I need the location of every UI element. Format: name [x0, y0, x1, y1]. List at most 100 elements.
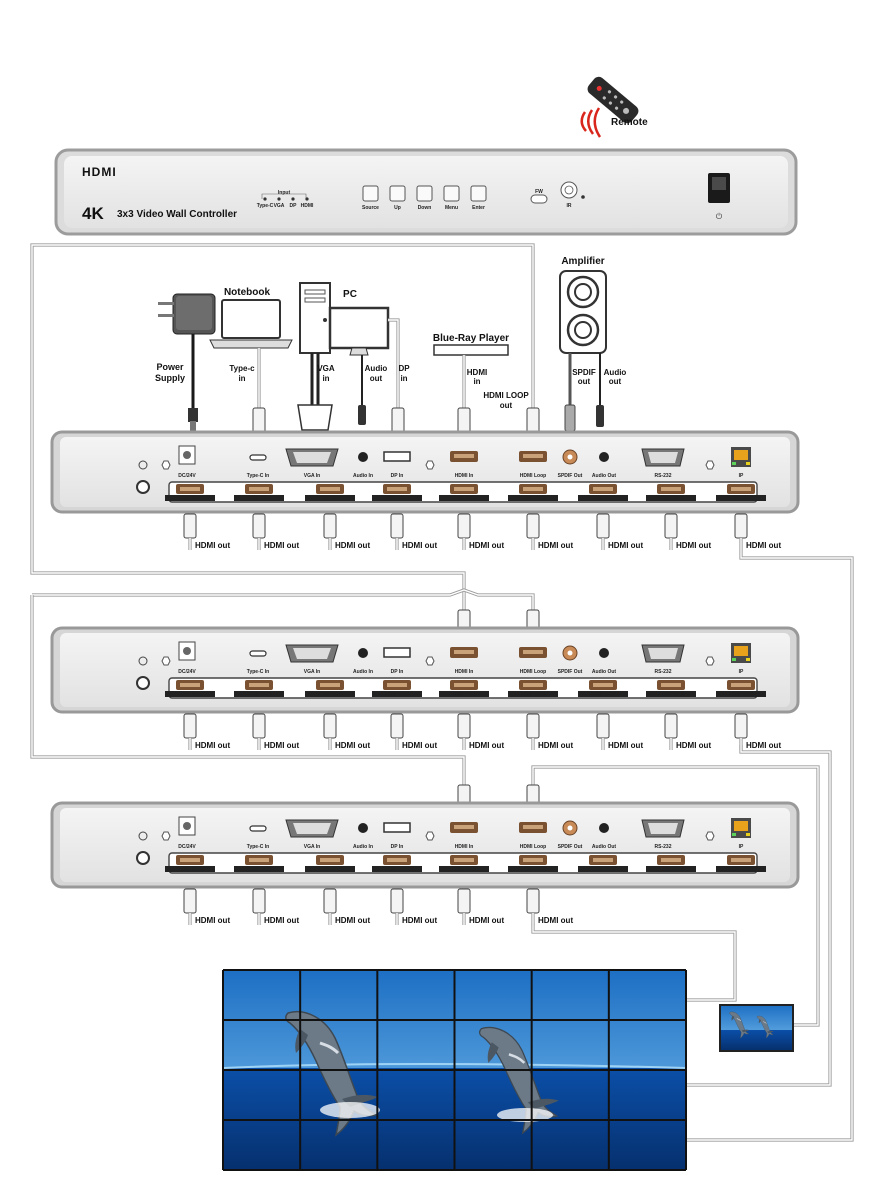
hdmi-out-cable: HDMI out: [664, 713, 711, 750]
port-hdmi-out1: HDMI Out1: [165, 680, 215, 698]
port-hdmi-out1: HDMI Out1: [165, 484, 215, 502]
port-hdmi-out3: HDMI Out3: [305, 484, 355, 502]
port-audio-in: Audio In: [353, 452, 373, 479]
hdmi-out-cable: HDMI out: [183, 513, 230, 550]
ir-signal-icon: [580, 107, 602, 138]
hdmi-out-cable: HDMI out: [390, 888, 437, 925]
front-button-label: Up: [394, 205, 401, 211]
front-button-label: Menu: [445, 205, 458, 211]
port-label: RS-232: [655, 473, 672, 479]
port-hdmi-out3: HDMI Out3: [305, 680, 355, 698]
remote-label: Remote: [611, 117, 648, 128]
port-hdmi-out9: HDMI Out9: [716, 680, 766, 698]
port-label: IP: [739, 669, 744, 675]
port-dc-24v: DC/24V: [178, 816, 196, 850]
ground-terminal: [136, 676, 150, 690]
port-label: HDMI Out5: [451, 692, 477, 698]
port-hdmi-out2: HDMI Out2: [234, 855, 284, 873]
hdmi-out-cable: HDMI out: [457, 713, 504, 750]
front-button-source[interactable]: Source: [362, 185, 379, 211]
hdmi-logo: HDMI: [82, 165, 117, 179]
hdmi-out-cable: HDMI out: [323, 888, 370, 925]
hdmi-out-cable: HDMI out: [390, 713, 437, 750]
type-c-in-label-2: in: [238, 374, 245, 383]
hdmi-out-label: HDMI out: [335, 541, 370, 550]
port-type-c-in: Type-C In: [247, 650, 269, 675]
hdmi-out-label: HDMI out: [746, 541, 781, 550]
port-audio-out: Audio Out: [592, 452, 616, 479]
port-dp-in: DP In: [383, 647, 411, 675]
port-label: VGA In: [304, 669, 320, 675]
port-label: DC/24V: [178, 473, 196, 479]
input-led-label: VGA: [274, 203, 285, 209]
power-supply-label-1: Power: [156, 362, 184, 372]
hdmi-out-cable: HDMI out: [526, 513, 573, 550]
ground-icon: [138, 656, 148, 666]
hdmi-out-label: HDMI out: [195, 741, 230, 750]
port-hdmi-loop: HDMI Loop: [519, 822, 547, 850]
port-vga-in: VGA In: [285, 644, 339, 675]
port-hdmi-out9: HDMI Out9: [716, 855, 766, 873]
port-label: HDMI Out8: [658, 867, 684, 873]
port-label: Audio In: [353, 473, 373, 479]
hdmi-in-label-2: in: [473, 377, 480, 386]
port-hdmi-loop: HDMI Loop: [519, 647, 547, 675]
port-label: Audio Out: [592, 669, 616, 675]
ir-label: IR: [567, 203, 572, 209]
front-button-enter[interactable]: Enter: [470, 185, 487, 211]
front-button-menu[interactable]: Menu: [443, 185, 460, 211]
hdmi-out-cable: HDMI out: [252, 513, 299, 550]
input-led-label: Type-C: [257, 203, 274, 209]
video-wall: [222, 969, 687, 1171]
pc-label: PC: [343, 289, 357, 300]
port-spdif-out: SPDIF Out: [558, 820, 583, 850]
remote-control: Remote: [580, 76, 648, 138]
front-button-down[interactable]: Down: [416, 185, 433, 211]
hdmi-out-cable: HDMI out: [323, 713, 370, 750]
port-label: HDMI Out3: [317, 496, 343, 502]
port-label: HDMI Out4: [384, 496, 410, 502]
hdmi-out-cable: HDMI out: [664, 513, 711, 550]
hdmi-out-cable: HDMI out: [183, 888, 230, 925]
port-label: Audio In: [353, 844, 373, 850]
port-label: Type-C In: [247, 473, 269, 479]
power-icon: ⏻: [716, 212, 723, 221]
port-label: RS-232: [655, 844, 672, 850]
port-hdmi-in: HDMI In: [450, 647, 478, 675]
port-hdmi-out7: HDMI Out7: [578, 484, 628, 502]
ground-terminal: [136, 480, 150, 494]
hdmi-out-cable: HDMI out: [734, 713, 781, 750]
hdmi-out-label: HDMI out: [195, 916, 230, 925]
hdmi-out-label: HDMI out: [264, 741, 299, 750]
port-label: HDMI Out7: [590, 496, 616, 502]
fw-label: FW: [535, 189, 543, 195]
port-label: HDMI Out5: [451, 867, 477, 873]
port-hdmi-out6: HDMI Out6: [508, 855, 558, 873]
port-label: Type-C In: [247, 844, 269, 850]
port-rs-232: RS-232: [641, 448, 685, 479]
port-label: HDMI Out1: [177, 692, 203, 698]
port-hdmi-out8: HDMI Out8: [646, 484, 696, 502]
port-label: HDMI Out6: [520, 867, 546, 873]
port-label: IP: [739, 844, 744, 850]
port-hdmi-out8: HDMI Out8: [646, 680, 696, 698]
hdmi-out-label: HDMI out: [538, 741, 573, 750]
notebook-label: Notebook: [224, 287, 271, 298]
port-audio-out: Audio Out: [592, 648, 616, 675]
input-group-label: Input: [278, 190, 291, 196]
port-hdmi-loop: HDMI Loop: [519, 451, 547, 479]
port-audio-out: Audio Out: [592, 823, 616, 850]
port-label: HDMI Out4: [384, 692, 410, 698]
panel-screw: [161, 460, 171, 470]
hdmi-out-label: HDMI out: [335, 916, 370, 925]
port-label: Audio In: [353, 669, 373, 675]
hdmi-out-cable: HDMI out: [526, 713, 573, 750]
front-button-up[interactable]: Up: [389, 185, 406, 211]
amplifier-label: Amplifier: [561, 256, 604, 267]
port-label: HDMI Out8: [658, 692, 684, 698]
port-label: HDMI Out4: [384, 867, 410, 873]
port-hdmi-out5: HDMI Out5: [439, 855, 489, 873]
port-label: HDMI Out9: [728, 496, 754, 502]
